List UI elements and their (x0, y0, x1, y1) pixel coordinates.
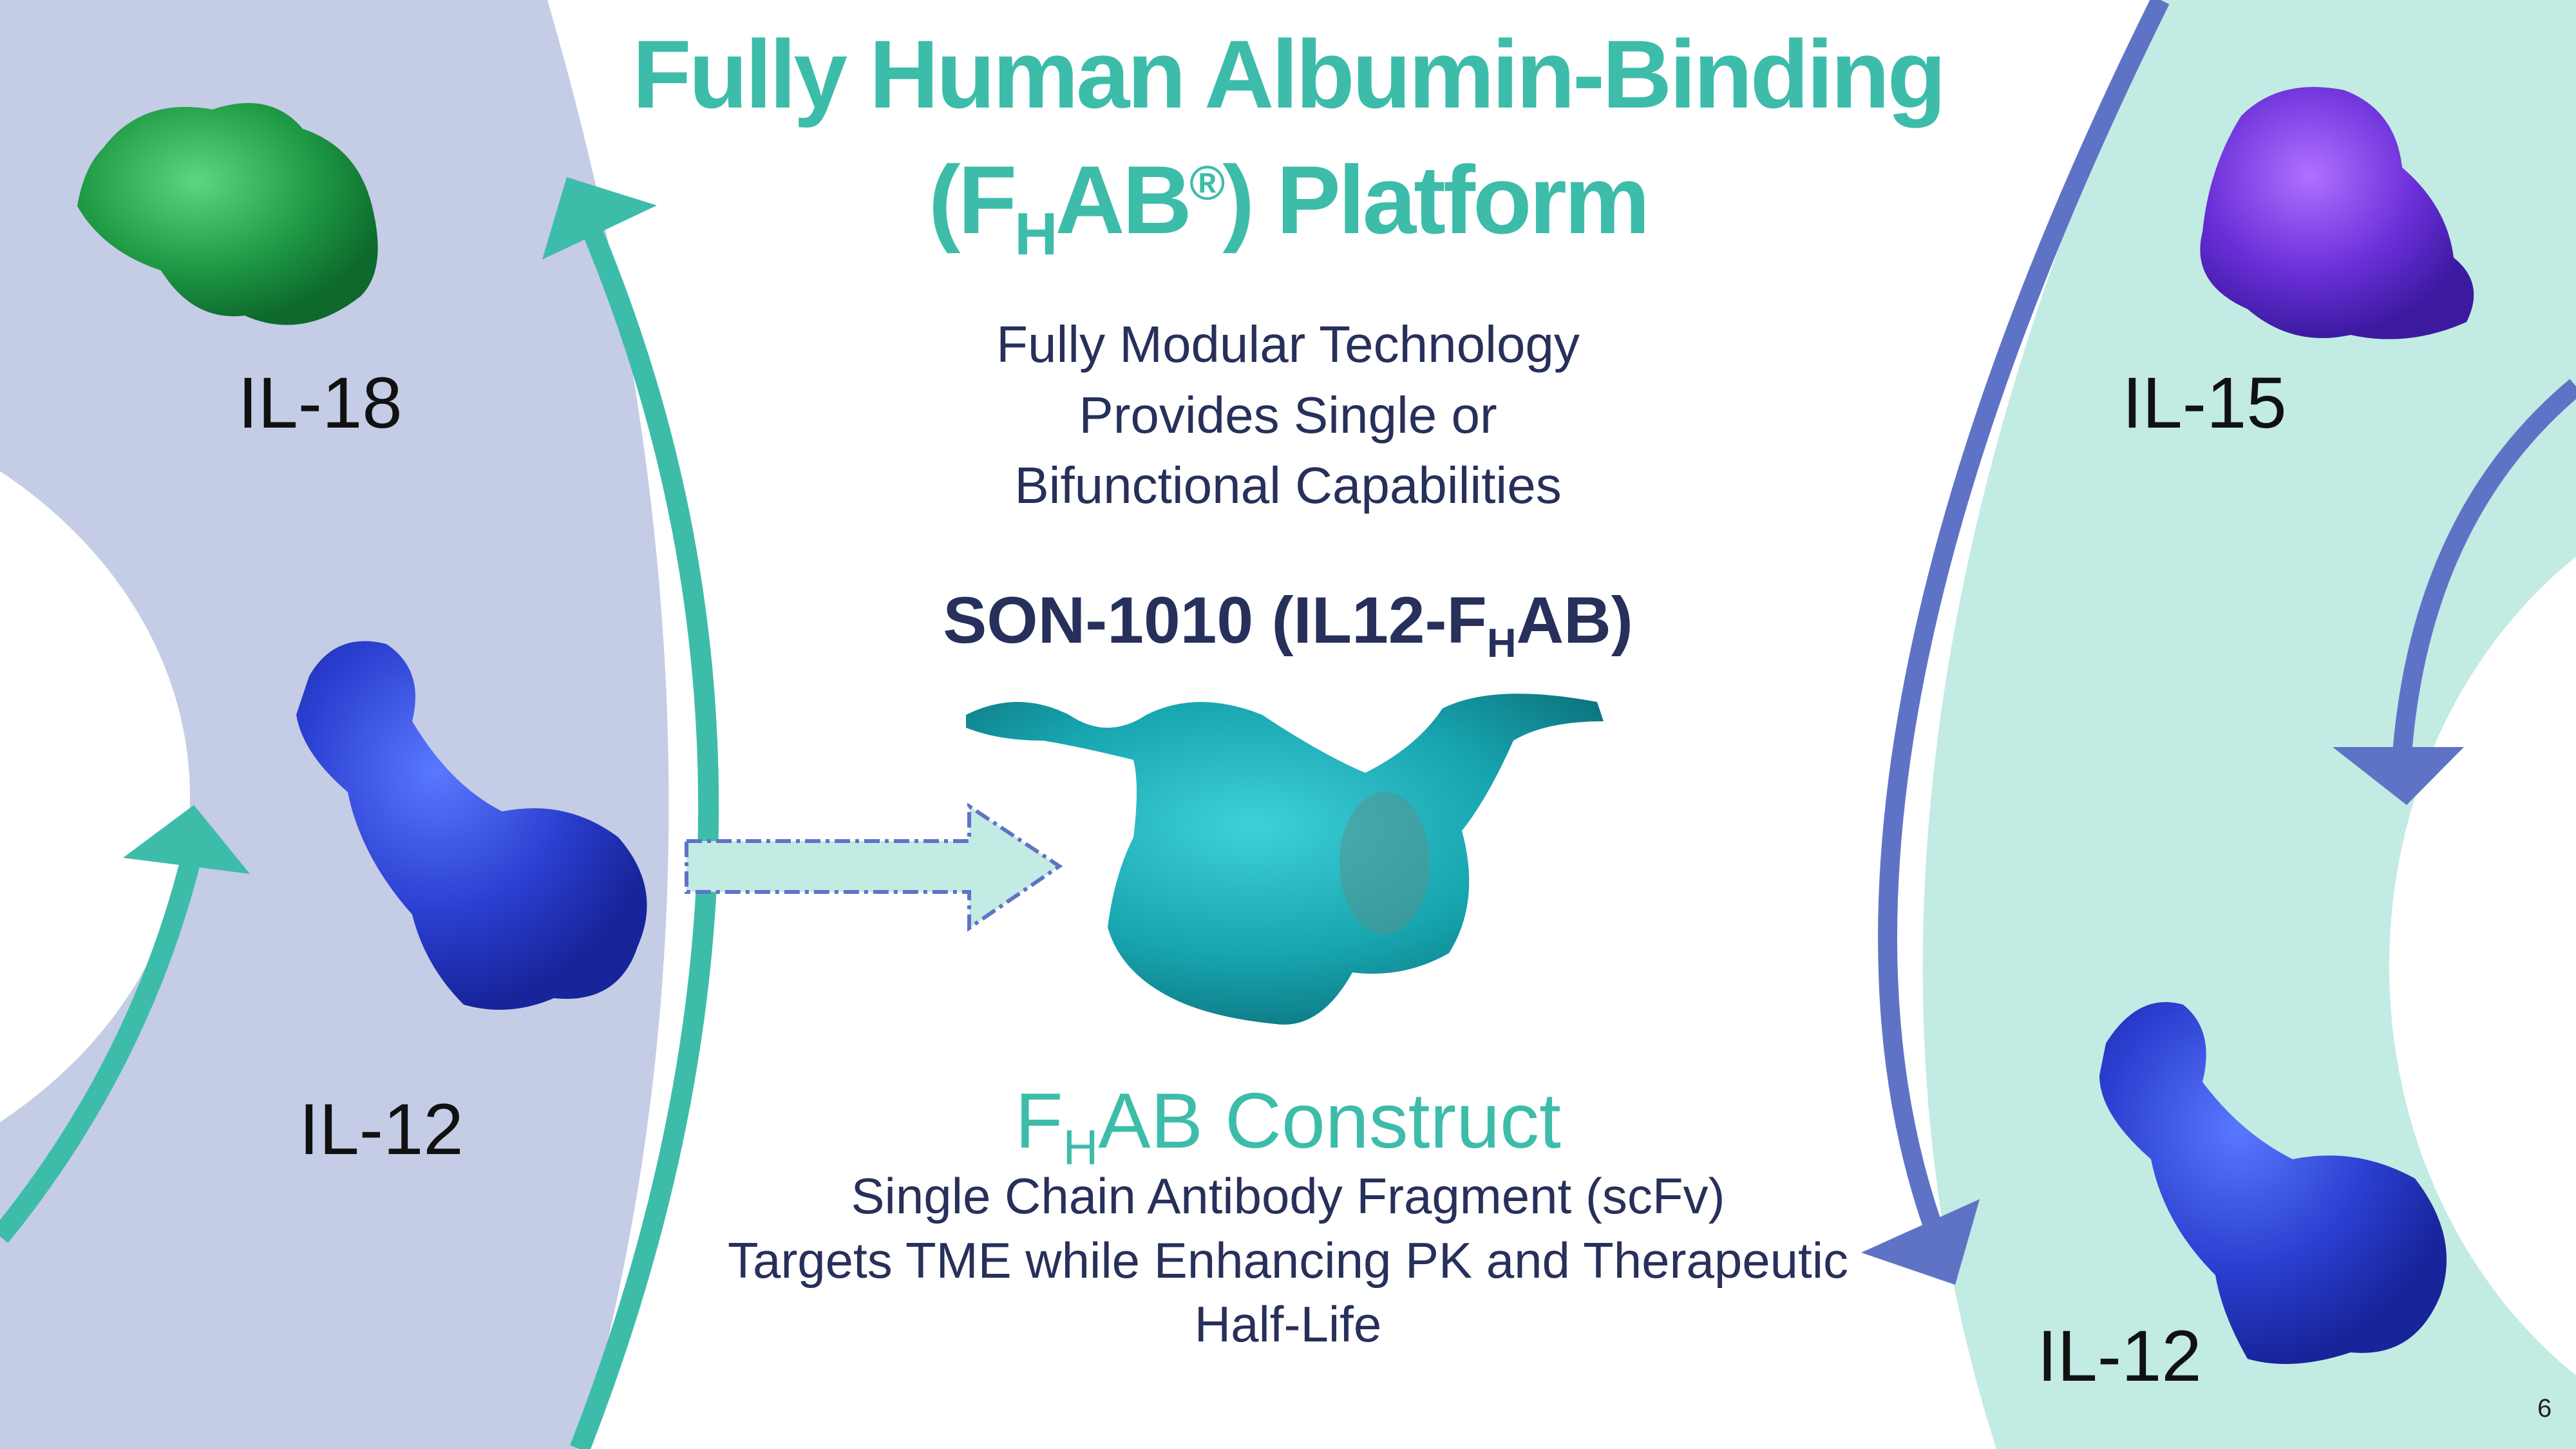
product-post: AB) (1516, 583, 1633, 657)
label-il12-left: IL-12 (299, 1089, 464, 1170)
right-outer-arc (1878, 0, 2170, 1227)
left-inner-circle (0, 471, 190, 1122)
product-subscript: H (1486, 621, 1517, 667)
subtitle-line: Fully Modular Technology (996, 316, 1580, 373)
label-il12-right: IL-12 (2037, 1316, 2202, 1396)
left-inner-arc (0, 848, 204, 1244)
construct-post: AB Construct (1098, 1077, 1561, 1164)
title-open: (F (928, 146, 1018, 254)
construct-heading: FHAB Construct (1015, 1075, 1561, 1175)
construct-subscript: H (1063, 1121, 1099, 1176)
page-title-line-2: (FHAB®) Platform (929, 151, 1651, 263)
il12-left-protein-icon (296, 641, 647, 1010)
son1010-protein-icon (966, 694, 1604, 1025)
page-number: 6 (2537, 1394, 2552, 1423)
il18-protein-icon (77, 103, 378, 325)
right-inner-arrowhead-icon (2333, 747, 2464, 805)
label-il18: IL-18 (238, 363, 402, 443)
left-outer-arc (570, 227, 719, 1449)
il15-protein-icon (2200, 87, 2474, 339)
il12-right-protein-icon (2099, 1002, 2447, 1364)
label-il15: IL-15 (2122, 363, 2287, 443)
product-pre: SON-1010 (IL12-F (943, 583, 1487, 657)
construct-line: Single Chain Antibody Fragment (scFv) (851, 1168, 1725, 1224)
right-inner-arc (2392, 379, 2576, 755)
construct-pre: F (1015, 1077, 1063, 1164)
title-mid: AB (1055, 146, 1192, 254)
left-inner-arrowhead-icon (123, 805, 250, 874)
product-name: SON-1010 (IL12-FHAB) (943, 583, 1633, 666)
construct-line: Half-Life (1194, 1296, 1382, 1352)
right-outer-arrowhead-icon (1861, 1199, 1980, 1285)
page-title-line-1: Fully Human Albumin-Binding (632, 20, 1946, 128)
subtitle-line: Provides Single or (1079, 386, 1497, 444)
title-close: ) Platform (1222, 146, 1650, 254)
dashed-arrow-icon (685, 802, 1063, 932)
left-outer-arrowhead-icon (542, 177, 657, 260)
title-subscript: H (1014, 200, 1057, 267)
construct-line: Targets TME while Enhancing PK and Thera… (727, 1232, 1849, 1289)
registered-mark: ® (1189, 155, 1225, 210)
subtitle-line: Bifunctional Capabilities (1014, 457, 1562, 514)
